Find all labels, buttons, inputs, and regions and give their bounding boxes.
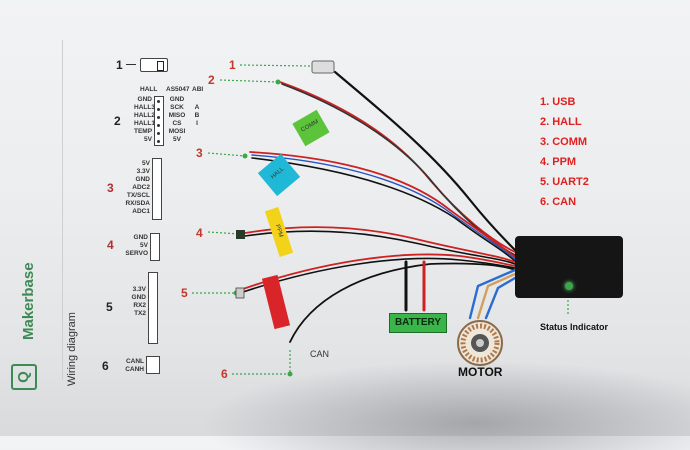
tag-label: COMM [300,118,320,134]
pin-label: 3.3V [132,286,146,293]
uart-pin-labels: 3.3V GND RX2 TX2 [118,286,146,318]
pin-label: HALL3 [134,104,155,111]
can-connector-icon [146,356,160,374]
pin-label: GND [133,234,148,241]
pin-dot [157,100,160,103]
legend-item: 3. COMM [540,136,588,148]
status-indicator-label: Status Indicator [540,322,609,332]
legend-item: 1. USB [540,96,576,108]
motor-label: MOTOR [458,365,503,379]
callout-3: 3 [196,146,203,160]
pin-label: A [194,104,200,111]
pin-label: ADC1 [132,208,150,215]
pin-label: GND [137,96,152,103]
can-label: CAN [310,349,330,359]
pin-label: HALL1 [134,120,155,127]
hall-pin-labels: GND HALL3 HALL2 HALL1 TEMP 5V [134,96,155,144]
port-legend: 1. USB 2. HALL 3. COMM 4. PPM 5. UART2 6… [540,92,589,212]
comm-pin-labels: 5V 3.3V GND ADC2 TX/SCL RX/SDA ADC1 [122,160,150,216]
connector-2-number: 2 [114,114,121,128]
pin-label: TEMP [134,128,153,135]
pin-label: TX2 [134,310,146,317]
pin-label: MISO [168,112,186,119]
pin-label: CS [172,120,182,127]
legend-item: 4. PPM [540,156,577,168]
motor-icon [457,320,503,366]
connector-6-number: 6 [102,359,109,373]
pin-label: RX/SDA [125,200,150,207]
abi-header: ABI [192,86,204,93]
abi-pin-labels: A B I [192,104,202,128]
pin-label: GND [131,294,146,301]
callout-4: 4 [196,226,203,240]
pin-label: GND [169,96,185,103]
photo-shadow [200,360,690,450]
pin-label: GND [135,176,150,183]
hall-connector-icon [154,96,164,146]
pin-label: 5V [173,136,181,143]
callout-1: 1 [229,58,236,72]
pin-label: TX/SCL [126,192,150,199]
as5047-pin-labels: GND SCK MISO CS MOSI 5V [166,96,188,144]
tag-label: HALL [270,166,286,181]
pin-label: RX2 [133,302,146,309]
ppm-connector-icon [150,233,160,261]
connector-1-number: 1 [116,58,123,72]
comm-connector-icon [152,158,162,220]
battery-label: BATTERY [389,313,447,333]
pin-dot [157,124,160,127]
connector-4-number: 4 [107,238,114,252]
callout-5: 5 [181,286,188,300]
status-led-icon [565,282,573,290]
usb-port-icon [140,58,168,72]
as5047-header: AS5047 [166,86,190,93]
pin-label: 3.3V [136,168,150,175]
pin-dot [157,132,160,135]
pin-label: 5V [144,136,152,143]
pin-label: 5V [140,242,148,249]
connector-1-leader [126,64,136,65]
pin-dot [157,108,160,111]
pin-label: CANL [125,358,144,365]
pin-label: SERVO [125,250,148,257]
uart-connector-icon [148,272,158,344]
pin-label: HALL2 [134,112,155,119]
ppm-pin-labels: GND 5V SERVO [124,234,148,258]
pin-label: B [194,112,200,119]
hall-header: HALL [140,86,158,93]
legend-item: 2. HALL [540,116,582,128]
pin-label: MOSI [168,128,186,135]
pin-label: I [196,120,198,127]
callout-6: 6 [221,367,228,381]
wiring-harness [192,60,571,377]
margin-rule [62,40,63,380]
pin-dot [157,116,160,119]
pin-label: CANH [125,366,144,373]
motor-controller [515,236,623,298]
callout-2: 2 [208,73,215,87]
pin-label: ADC2 [132,184,150,191]
connector-3-number: 3 [107,181,114,195]
legend-item: 6. CAN [540,196,577,208]
pin-label: SCK [170,104,184,111]
legend-item: 5. UART2 [540,176,589,188]
can-pin-labels: CANL CANH [118,358,144,374]
pin-label: 5V [142,160,150,167]
connector-5-number: 5 [106,300,113,314]
pin-dot [157,140,160,143]
